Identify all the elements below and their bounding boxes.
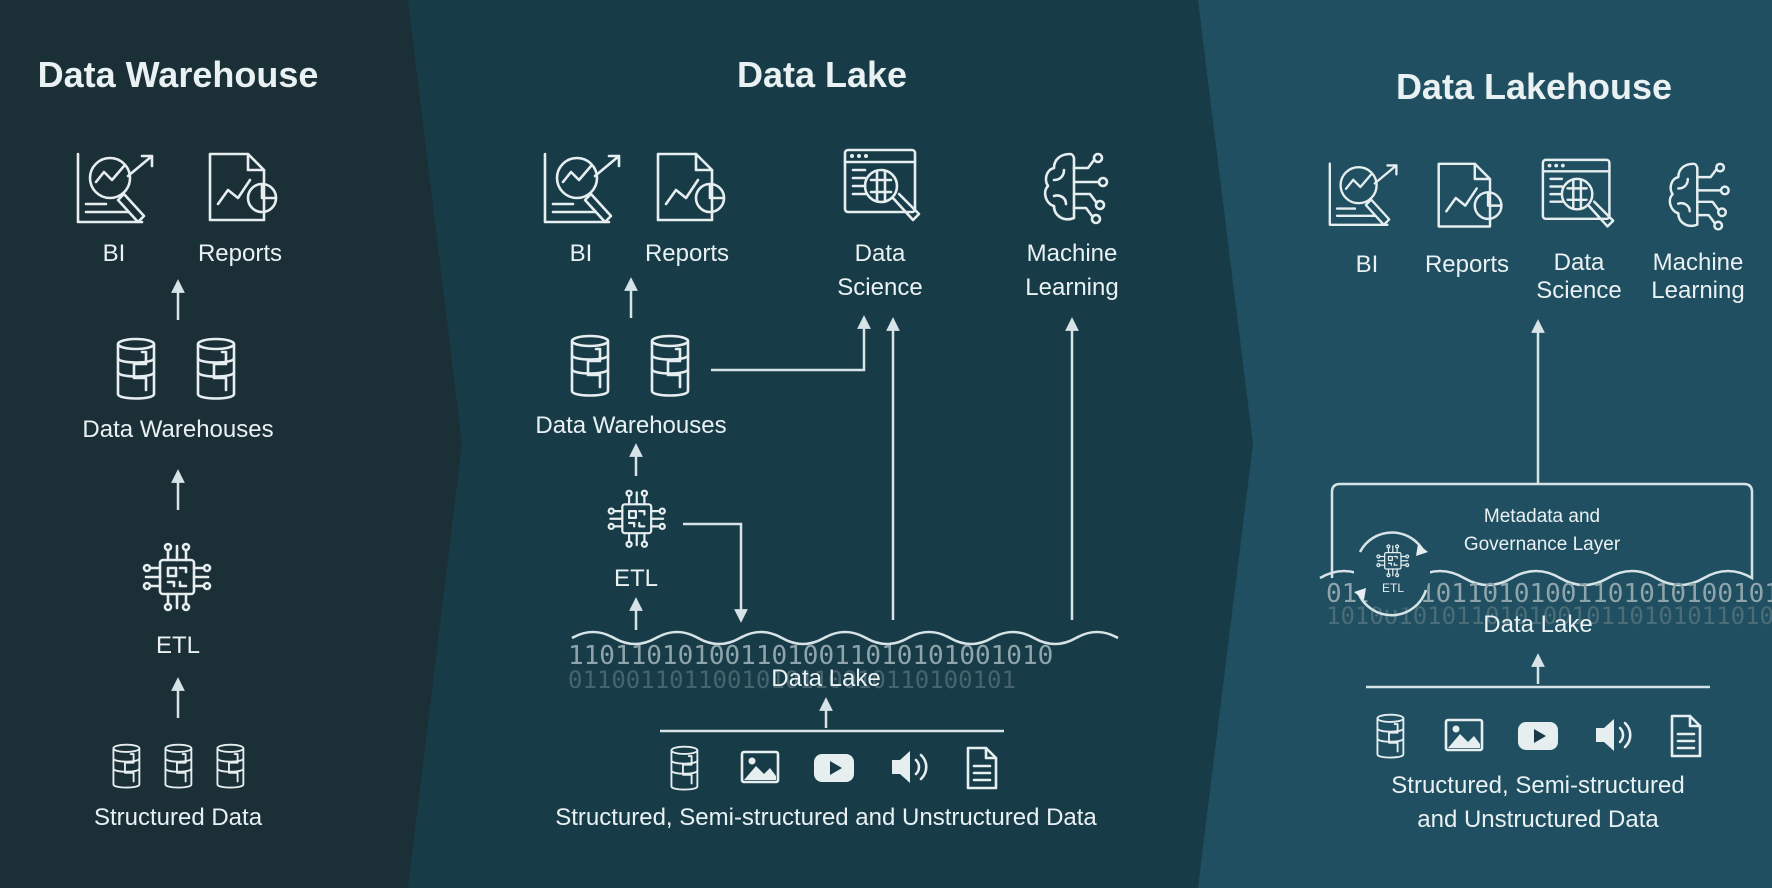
lake-wave xyxy=(571,630,1119,646)
lakehouse-ml-label-2: Learning xyxy=(1651,277,1744,304)
lake-source-label: Structured, Semi-structured and Unstruct… xyxy=(555,804,1097,831)
video-icon xyxy=(814,754,854,782)
panel-lakehouse-bg xyxy=(1198,0,1772,888)
lake-ml-label-1: Machine xyxy=(1027,240,1118,267)
lakehouse-datalake-label: Data Lake xyxy=(1483,611,1592,638)
lakehouse-etl-label: ETL xyxy=(1382,581,1404,595)
warehouse-bi-label: BI xyxy=(103,240,126,267)
lakehouse-source-label-1: Structured, Semi-structured xyxy=(1391,772,1684,799)
warehouse-etl-label: ETL xyxy=(156,632,200,659)
metadata-label-1: Metadata and xyxy=(1484,506,1600,527)
lakehouse-ml-label-1: Machine xyxy=(1653,249,1744,276)
lake-title: Data Lake xyxy=(737,54,907,95)
metadata-label-2: Governance Layer xyxy=(1464,534,1621,555)
lakehouse-bi-label: BI xyxy=(1356,251,1379,278)
lake-etl-label: ETL xyxy=(614,565,658,592)
warehouse-title: Data Warehouse xyxy=(38,54,319,95)
lake-ds-label-1: Data xyxy=(855,240,906,267)
video-icon xyxy=(1518,722,1558,750)
lakehouse-ds-label-2: Science xyxy=(1536,277,1621,304)
lakehouse-ds-label-1: Data xyxy=(1554,249,1605,276)
lakehouse-reports-label: Reports xyxy=(1425,251,1509,278)
lake-bi-label: BI xyxy=(570,240,593,267)
lakehouse-source-label-2: and Unstructured Data xyxy=(1417,806,1659,833)
panel-lake-bg xyxy=(408,0,1253,888)
binary-stream: 0110011011001010110010110100101 xyxy=(568,666,1016,694)
lake-dw-label: Data Warehouses xyxy=(535,412,726,439)
cycle-arrow xyxy=(1354,588,1366,600)
binary-stream: 1101101010011010011010101001010 xyxy=(568,641,1053,671)
lake-ds-label-2: Science xyxy=(837,274,922,301)
lakehouse-title: Data Lakehouse xyxy=(1396,66,1672,107)
cycle-arrow xyxy=(1416,544,1428,556)
lake-reports-label: Reports xyxy=(645,240,729,267)
warehouse-dw-label: Data Warehouses xyxy=(82,416,273,443)
lake-ml-label-2: Learning xyxy=(1025,274,1118,301)
arrow-dw-to-ds xyxy=(711,315,871,372)
etl-cycle-ring xyxy=(1356,531,1428,617)
lake-datalake-label: Data Lake xyxy=(771,665,880,692)
warehouse-reports-label: Reports xyxy=(198,240,282,267)
etl-cycle-bg xyxy=(1354,534,1430,610)
arrow-etl-to-lake xyxy=(683,522,748,623)
warehouse-source-label: Structured Data xyxy=(94,804,263,831)
